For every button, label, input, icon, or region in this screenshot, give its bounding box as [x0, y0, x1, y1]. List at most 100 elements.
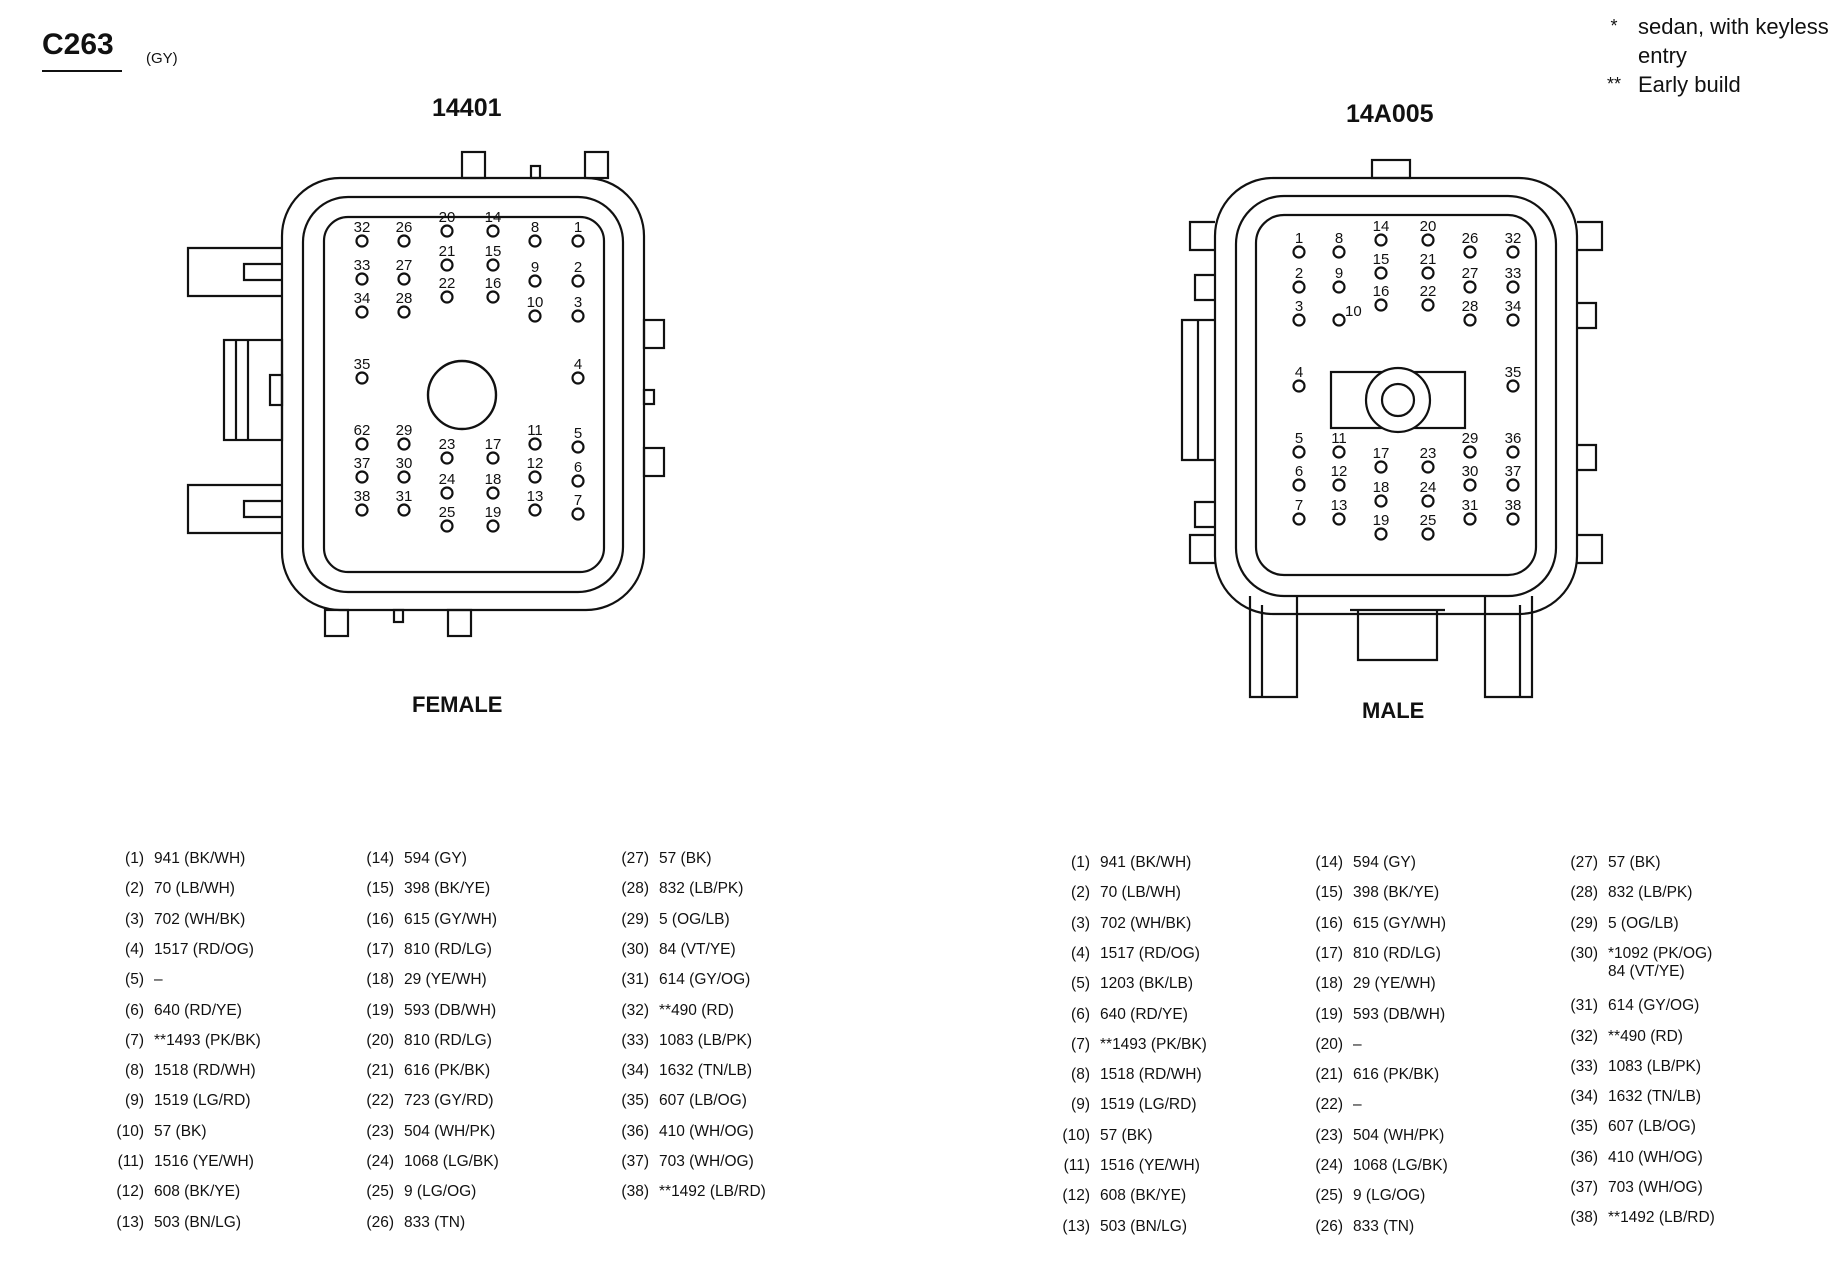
male-pin-label-25: 25 — [1420, 512, 1437, 529]
male-pin-20 — [1421, 233, 1435, 247]
female-connector-housing — [186, 150, 666, 638]
male-pin-label-20: 20 — [1420, 218, 1437, 235]
circuit-pin-number: (34) — [621, 1062, 649, 1080]
female-pin-10 — [528, 309, 542, 323]
circuit-pin-number: (24) — [1315, 1157, 1343, 1174]
male-pin-9 — [1332, 280, 1346, 294]
circuit-row: (24)1068 (LG/BK) — [354, 1153, 498, 1171]
male-pin-label-8: 8 — [1335, 230, 1343, 247]
female-pin-23 — [440, 451, 454, 465]
male-pin-23 — [1421, 460, 1435, 474]
female-pin-label-12: 12 — [527, 455, 544, 472]
male-pin-label-24: 24 — [1420, 479, 1437, 496]
male-pin-label-12: 12 — [1331, 463, 1348, 480]
female-pin-5 — [571, 440, 585, 454]
male-pin-37 — [1506, 478, 1520, 492]
circuit-value: 614 (GY/OG) — [659, 971, 751, 989]
circuit-pin-number: (33) — [621, 1031, 649, 1049]
male-pin-26 — [1463, 245, 1477, 259]
circuit-value: 615 (GY/WH) — [404, 910, 498, 928]
circuit-value: 608 (BK/YE) — [154, 1183, 241, 1201]
footnote-early-build: ** Early build — [1590, 70, 1840, 99]
circuit-row: (14)594 (GY) — [1303, 854, 1415, 872]
circuit-row: (7)**1493 (PK/BK) — [1050, 1036, 1207, 1054]
female-pin-label-11: 11 — [527, 422, 543, 439]
circuit-row: (31) 614 (GY/OG) — [609, 971, 750, 989]
circuit-value: 504 (WH/PK) — [1353, 1126, 1445, 1144]
circuit-value: 1518 (RD/WH) — [154, 1062, 256, 1080]
male-pin-label-35: 35 — [1505, 364, 1522, 381]
female-pin-label-21: 21 — [439, 243, 456, 260]
male-pin-label-33: 33 — [1505, 265, 1522, 282]
footnote-mark: * — [1610, 16, 1618, 36]
female-pin-9 — [528, 274, 542, 288]
circuit-row: (37)703 (WH/OG) — [609, 1153, 753, 1171]
connector-color-code: (GY) — [146, 50, 178, 67]
circuit-value: **490 (RD) — [659, 1001, 734, 1019]
male-pin-label-36: 36 — [1505, 430, 1522, 447]
connector-id-underline — [42, 70, 122, 72]
circuit-row: (7)**1493 (PK/BK) — [104, 1032, 261, 1050]
circuit-row: (15)398 (BK/YE) — [354, 880, 490, 898]
circuit-pin-number: (36) — [621, 1122, 649, 1140]
male-pin-label-38: 38 — [1505, 497, 1522, 514]
circuit-pin-number: (15) — [1315, 884, 1343, 902]
circuit-pin-number: (31) — [621, 971, 649, 989]
male-gender-label: MALE — [1362, 698, 1425, 723]
female-pin-62 — [355, 437, 369, 451]
circuit-pin-number: (23) — [366, 1122, 394, 1140]
circuit-value: 615 (GY/WH) — [1353, 914, 1447, 932]
male-pin-label-6: 6 — [1295, 463, 1303, 480]
circuit-value: 1519 (LG/RD) — [1100, 1096, 1197, 1114]
female-pin-16 — [486, 290, 500, 304]
female-pin-label-23: 23 — [439, 436, 456, 453]
female-pin-label-14: 14 — [485, 209, 502, 226]
circuit-value: 832 (LB/PK) — [659, 880, 744, 898]
female-pin-label-35: 35 — [354, 356, 371, 373]
circuit-value: 614 (GY/OG) — [1608, 997, 1700, 1015]
circuit-value: 504 (WH/PK) — [404, 1122, 496, 1140]
circuit-pin-number: (24) — [366, 1153, 394, 1170]
circuit-pin-number: (6) — [1071, 1005, 1090, 1023]
circuit-value: 702 (WH/BK) — [154, 910, 246, 928]
circuit-pin-number: (19) — [366, 1001, 394, 1019]
female-pin-34 — [355, 305, 369, 319]
circuit-row: (36)410 (WH/OG) — [609, 1122, 753, 1141]
female-pin-label-3: 3 — [574, 294, 582, 311]
circuit-row: (9)1519 (LG/RD) — [104, 1092, 250, 1110]
circuit-value: 810 (RD/LG) — [404, 1031, 492, 1049]
circuit-row: (38)**1492 (LB/RD) — [1558, 1209, 1714, 1227]
circuit-row: (18)29 (YE/WH) — [354, 971, 486, 989]
circuit-value: 57 (BK) — [1608, 854, 1661, 871]
circuit-pin-number: (16) — [1315, 914, 1343, 932]
circuit-row: (33) 1083 (LB/PK) — [609, 1032, 752, 1050]
female-pin-label-8: 8 — [531, 219, 539, 236]
male-pin-label-13: 13 — [1331, 497, 1348, 514]
circuit-value: 1083 (LB/PK) — [659, 1031, 753, 1049]
footnotes: * sedan, with keyless entry ** Early bui… — [1590, 12, 1840, 99]
circuit-row: (24)1068 (LG/BK) — [1303, 1157, 1447, 1175]
circuit-row: (26)833 (TN) — [354, 1214, 465, 1232]
circuit-row: (21)616 (PK/BK) — [1303, 1066, 1439, 1084]
female-pin-label-22: 22 — [439, 275, 456, 292]
circuit-value: **1493 (PK/BK) — [1100, 1035, 1207, 1053]
circuit-value: 941 (BK/WH) — [1100, 854, 1192, 871]
male-pin-label-19: 19 — [1373, 512, 1390, 529]
female-pin-1 — [571, 234, 585, 248]
circuit-value: 1203 (BK/LB) — [1100, 975, 1194, 993]
male-pin-29 — [1463, 445, 1477, 459]
circuit-row: (1)941 (BK/WH) — [1050, 854, 1191, 872]
male-pin-15 — [1374, 266, 1388, 280]
circuit-row: (1) 941 (BK/WH) — [104, 850, 245, 868]
circuit-pin-number: (5) — [1071, 975, 1090, 993]
circuit-pin-number: (1) — [125, 850, 144, 867]
circuit-row: (30)*1092 (PK/OG)84 (VT/YE) — [1558, 945, 1712, 981]
circuit-value: 941 (BK/WH) — [154, 850, 246, 867]
female-pin-21 — [440, 258, 454, 272]
circuit-pin-number: (27) — [1570, 854, 1598, 871]
circuit-row: (23) 504 (WH/PK) — [354, 1123, 495, 1141]
male-pin-30 — [1463, 478, 1477, 492]
female-pin-28 — [397, 305, 411, 319]
circuit-row: (32)**490 (RD) — [609, 1002, 734, 1020]
